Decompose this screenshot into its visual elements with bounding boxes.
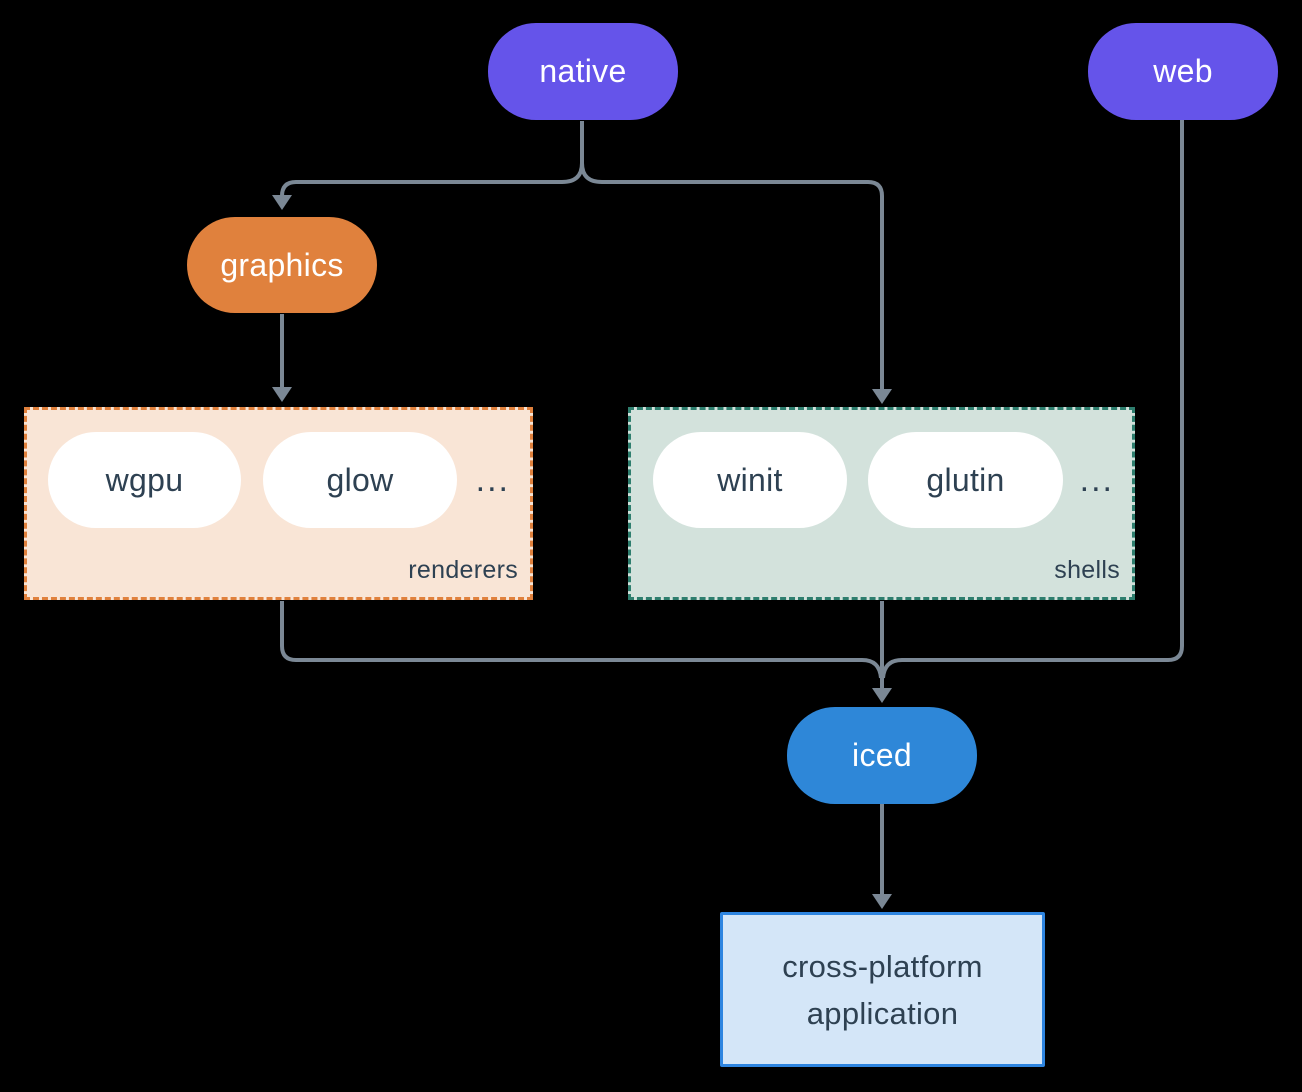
iced-node-label: iced	[852, 737, 912, 773]
edge-native-to-shells	[580, 162, 884, 389]
graphics-node-label: graphics	[220, 246, 344, 283]
arrowhead-graphics	[272, 195, 292, 210]
graphics-node: graphics	[187, 217, 377, 313]
renderers-ellipsis: ...	[475, 460, 510, 499]
glutin-node-label: glutin	[926, 461, 1005, 498]
native-node: native	[488, 23, 678, 120]
arrowhead-iced	[872, 688, 892, 703]
web-node: web	[1088, 23, 1278, 120]
shells-ellipsis: ...	[1079, 460, 1114, 499]
wgpu-node-label: wgpu	[105, 461, 184, 498]
native-node-label: native	[539, 53, 627, 89]
iced-node: iced	[787, 707, 977, 804]
glutin-node: glutin	[868, 432, 1063, 528]
glow-node: glow	[263, 432, 457, 528]
application-node: cross-platform application	[720, 912, 1045, 1067]
wgpu-node: wgpu	[48, 432, 241, 528]
edge-native-to-graphics	[280, 162, 584, 197]
edge-web-to-iced	[881, 120, 1184, 679]
arrowhead-application	[872, 894, 892, 909]
shells-group-label: shells	[1054, 556, 1120, 584]
glow-node-label: glow	[326, 461, 394, 498]
shells-group: winit glutin ... shells	[628, 407, 1135, 600]
application-label-line2: application	[806, 995, 959, 1031]
arrowhead-shells	[872, 389, 892, 404]
web-node-label: web	[1153, 53, 1213, 89]
edge-renderers-to-iced	[280, 601, 883, 679]
application-label-line1: cross-platform	[782, 948, 983, 984]
winit-node: winit	[653, 432, 847, 528]
winit-node-label: winit	[717, 461, 783, 498]
renderers-group-label: renderers	[408, 556, 518, 584]
arrowhead-renderers	[272, 387, 292, 402]
renderers-group: wgpu glow ... renderers	[24, 407, 533, 600]
